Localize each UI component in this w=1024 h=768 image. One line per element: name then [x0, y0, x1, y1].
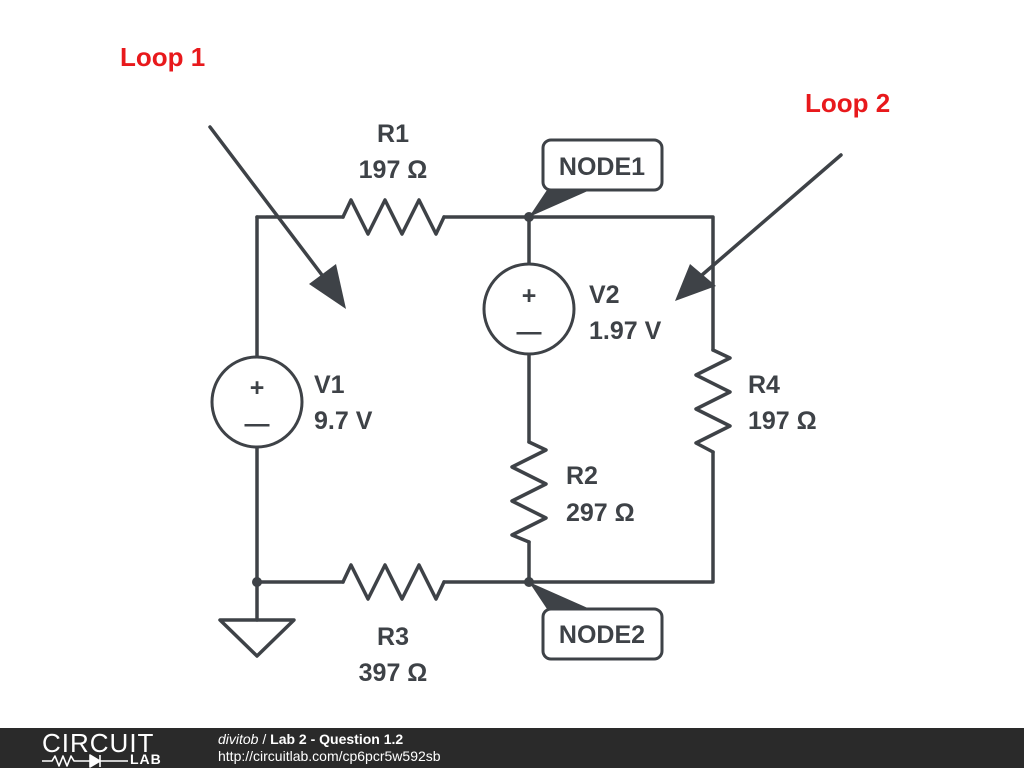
v1-value: 9.7 V — [314, 407, 373, 435]
loop2-annotation: Loop 2 — [805, 88, 890, 118]
resistor-r3 — [341, 563, 446, 601]
voltage-source-v2: + — — [482, 262, 576, 356]
circuit-meta: divitob / Lab 2 - Question 1.2 http://ci… — [218, 731, 441, 765]
wire-left-lower — [255, 442, 345, 584]
node2-label: NODE2 — [559, 621, 645, 649]
r2-name: R2 — [566, 462, 598, 490]
v1-name: V1 — [314, 371, 345, 399]
loop1-arrow-icon — [208, 125, 346, 309]
wire-top-mid — [442, 215, 715, 352]
author-link[interactable]: divitob — [218, 731, 259, 747]
r3-value: 397 Ω — [359, 659, 428, 687]
loop1-annotation: Loop 1 — [120, 42, 205, 72]
ground-symbol — [218, 618, 296, 658]
node1-label: NODE1 — [559, 153, 645, 181]
v2-plus-sign: + — [522, 282, 537, 310]
r1-value: 197 Ω — [359, 156, 428, 184]
r2-value: 297 Ω — [566, 499, 635, 527]
resistor-r4 — [694, 348, 732, 454]
node2-flag: NODE2 — [529, 582, 664, 661]
circuitlab-logo[interactable]: CIRCUIT LAB — [40, 728, 180, 768]
v2-value: 1.97 V — [589, 317, 662, 345]
footer-bar: CIRCUIT LAB divitob / Lab 2 - Question 1… — [0, 728, 1024, 768]
v2-minus-sign: — — [517, 318, 542, 346]
resistor-r1 — [341, 198, 446, 236]
resistor-diode-icon — [42, 754, 128, 768]
loop2-arrow-icon — [675, 153, 843, 301]
resistor-r2 — [510, 440, 548, 544]
logo-circuit-text: CIRCUIT — [42, 728, 155, 758]
circuit-schematic: + — + — NODE1 NODE2 R1 197 Ω R3 397 Ω R2… — [120, 42, 890, 687]
circuit-title: Lab 2 - Question 1.2 — [270, 731, 404, 747]
junction-ground — [252, 577, 262, 587]
logo-lab-text: LAB — [130, 751, 162, 767]
v1-minus-sign: — — [245, 410, 270, 438]
r1-name: R1 — [377, 120, 409, 148]
circuit-url-link[interactable]: http://circuitlab.com/cp6pcr5w592sb — [218, 748, 441, 764]
voltage-source-v1: + — — [210, 355, 304, 449]
r3-name: R3 — [377, 623, 409, 651]
r4-name: R4 — [748, 371, 780, 399]
node1-flag: NODE1 — [529, 138, 664, 217]
v2-name: V2 — [589, 281, 620, 309]
v1-plus-sign: + — [250, 374, 265, 402]
r4-value: 197 Ω — [748, 407, 817, 435]
circuit-title-line: divitob / Lab 2 - Question 1.2 — [218, 731, 441, 748]
title-separator: / — [258, 731, 271, 747]
